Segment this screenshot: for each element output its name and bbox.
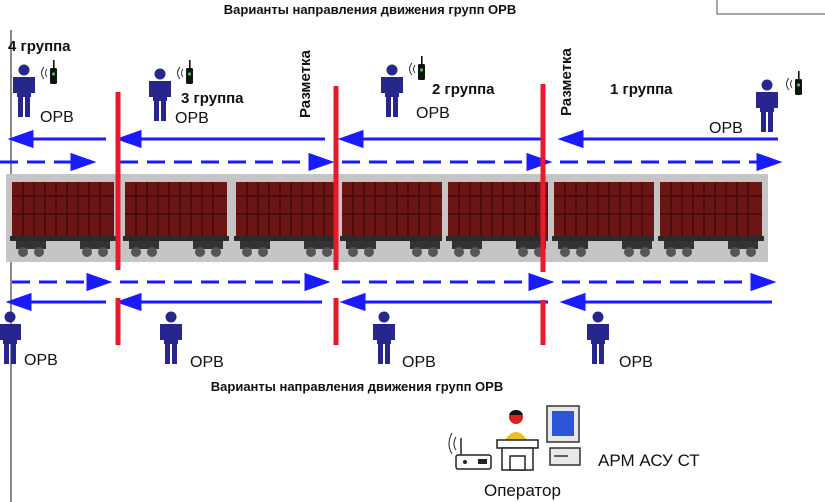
wagon-4	[335, 173, 451, 263]
movement-arrows	[0, 129, 783, 312]
orv-label-top-2: ОРВ	[175, 110, 209, 127]
wagon-6	[547, 173, 663, 263]
orv-label-bottom-1: ОРВ	[24, 352, 58, 369]
orv-label-top-1: ОРВ	[40, 109, 74, 126]
wagon-5	[441, 173, 557, 263]
worker-bottom-4	[587, 311, 609, 364]
worker-bottom-2	[160, 311, 182, 364]
group-1-label: 1 группа	[610, 81, 673, 98]
system-label: АРМ АСУ СТ	[598, 451, 700, 470]
radio-base-icon	[448, 432, 492, 470]
operator-icon	[496, 409, 539, 471]
marking-label-2: Разметка	[558, 47, 575, 116]
wagon-1	[5, 173, 121, 263]
group-4-label: 4 группа	[8, 38, 71, 55]
worker-group-1	[756, 70, 803, 132]
group-2-label: 2 группа	[432, 81, 495, 98]
group-3-label: 3 группа	[181, 90, 244, 107]
group-dividers	[115, 84, 546, 345]
operator-label: Оператор	[484, 481, 561, 500]
wagon-2	[118, 173, 234, 263]
orv-label-top-4: ОРВ	[709, 120, 743, 137]
marking-label-1: Разметка	[297, 49, 314, 118]
top-right-frame	[716, 0, 825, 15]
orv-label-bottom-2: ОРВ	[190, 354, 224, 371]
orv-label-bottom-4: ОРВ	[619, 354, 653, 371]
orv-label-bottom-3: ОРВ	[402, 354, 436, 371]
title-bottom: Варианты направления движения групп ОРВ	[211, 379, 503, 394]
computer-icon	[546, 405, 581, 466]
wagon-3	[229, 173, 345, 263]
wagon-7	[653, 173, 769, 263]
orv-label-top-3: ОРВ	[416, 105, 450, 122]
title-top: Варианты направления движения групп ОРВ	[224, 2, 516, 17]
worker-bottom-3	[373, 311, 395, 364]
